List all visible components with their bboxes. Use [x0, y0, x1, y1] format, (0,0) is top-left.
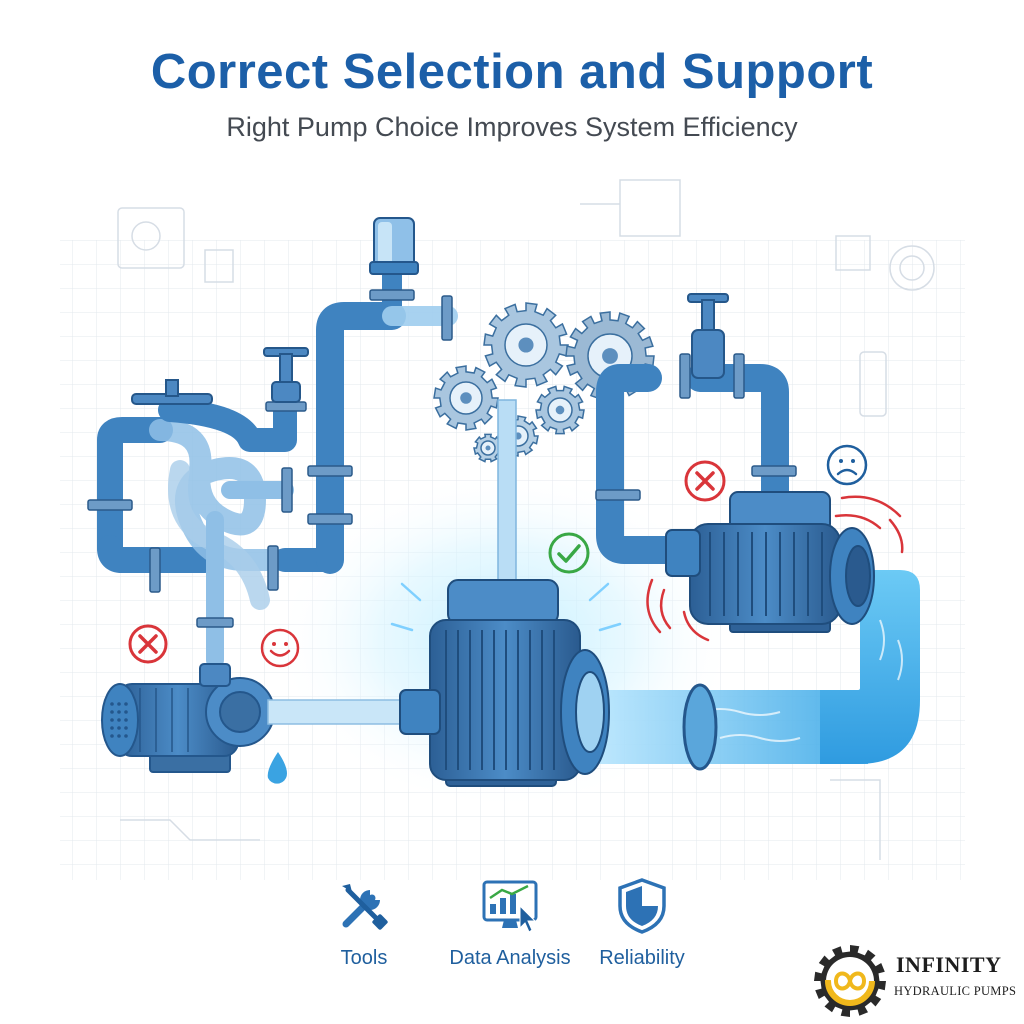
feature-data-analysis: Data Analysis [440, 876, 580, 970]
logo-tagline: HYDRAULIC PUMPS [894, 984, 1017, 998]
happy-face-icon [260, 628, 300, 668]
tangled-pipework [97, 255, 458, 669]
chart-monitor-icon [482, 880, 538, 933]
page-title: Correct Selection and Support [150, 45, 874, 99]
wrench-screwdriver-icon [342, 884, 388, 930]
right-pump [665, 491, 875, 633]
feature-label-reliability: Reliability [599, 947, 685, 969]
feature-reliability: Reliability [594, 876, 690, 970]
valve-wheels [131, 347, 309, 405]
top-cylinder [369, 217, 419, 275]
gear-icon [535, 385, 585, 435]
clear-horizontal-pipe [267, 699, 401, 725]
feature-tools: Tools [318, 876, 410, 970]
right-valve [687, 293, 729, 379]
cross-circle-icon [128, 624, 168, 664]
shield-icon [618, 878, 666, 934]
blueprint-sketches [117, 179, 935, 860]
feature-label-data-analysis: Data Analysis [449, 947, 571, 969]
infinity-gear-logo-icon [814, 945, 886, 1017]
gear-icon [473, 433, 503, 463]
company-logo: INFINITY HYDRAULIC PUMPS [808, 942, 1018, 1020]
right-pipework [596, 364, 789, 564]
gear-icon [433, 365, 499, 431]
clear-vertical-pipe [497, 399, 517, 587]
logo-name: INFINITY [896, 952, 1002, 977]
left-pump [101, 660, 275, 773]
sad-face-icon [826, 444, 868, 486]
cross-circle-icon [684, 460, 726, 502]
feature-label-tools: Tools [340, 947, 388, 969]
water-drop-icon [267, 752, 287, 784]
vibration-lines [646, 495, 904, 642]
water-flow-pipe [578, 570, 920, 771]
gear-icon [483, 302, 569, 388]
check-circle-icon [548, 532, 590, 574]
center-pump [399, 579, 610, 787]
page-subtitle: Right Pump Choice Improves System Effici… [226, 112, 798, 142]
motion-lines [390, 582, 622, 632]
